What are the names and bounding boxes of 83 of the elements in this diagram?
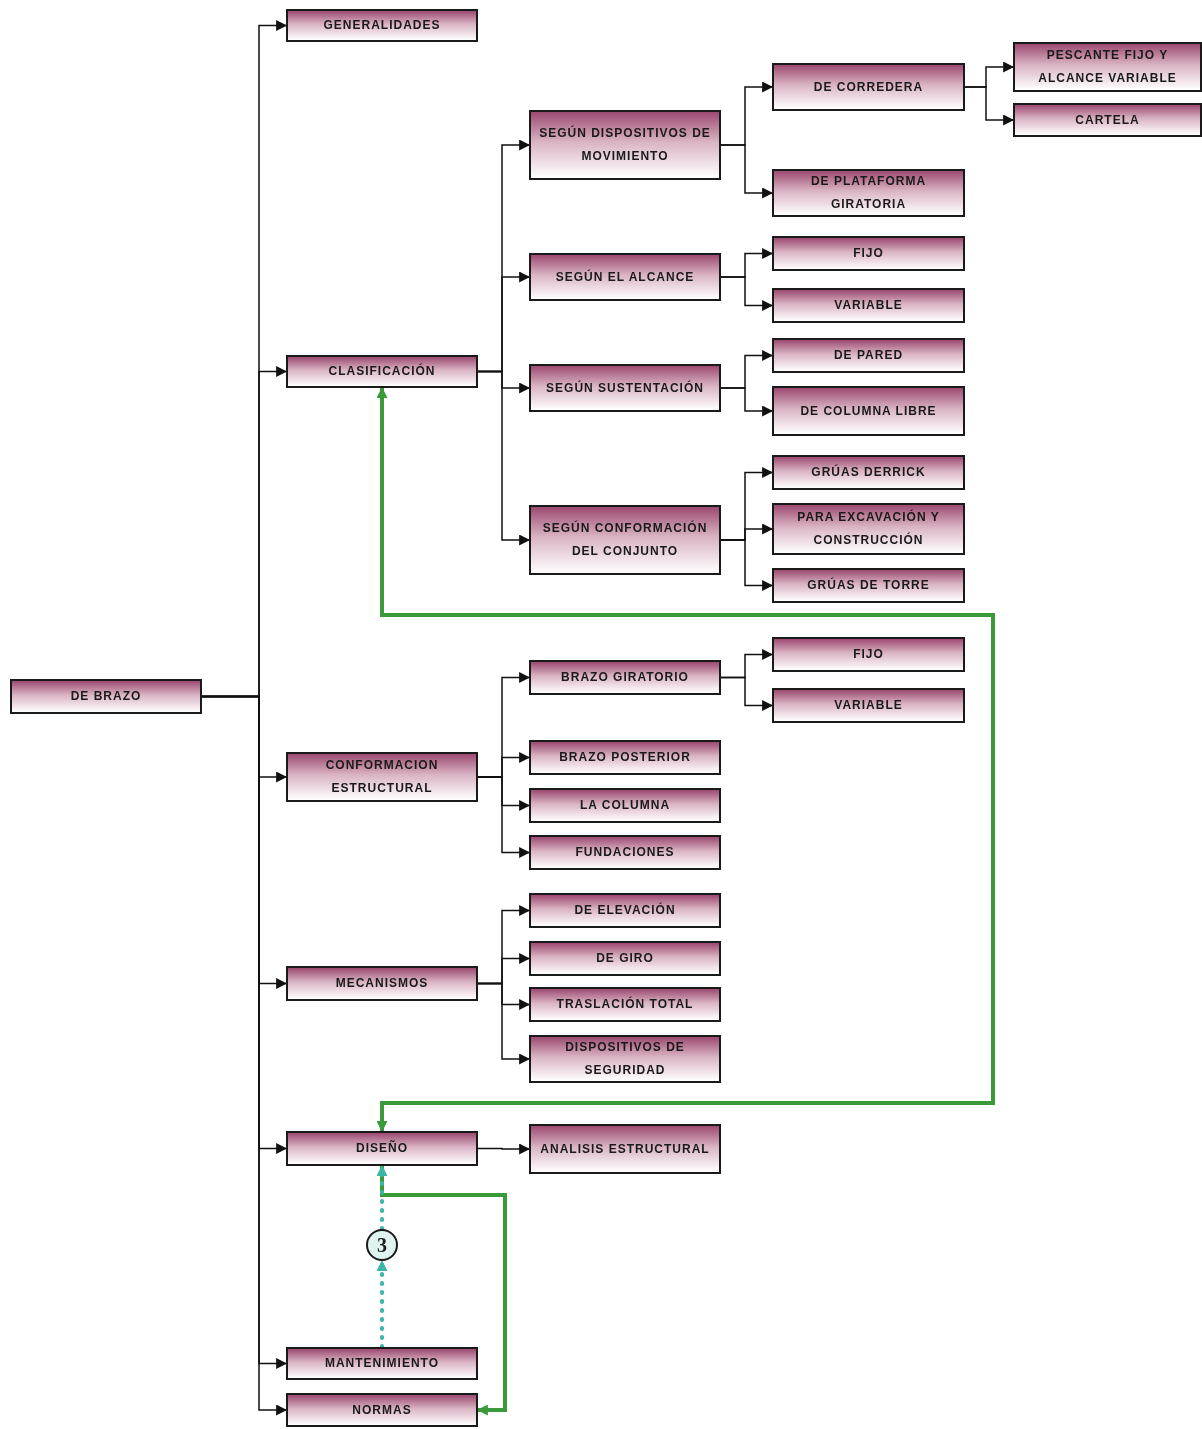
box-label: GENERALIDADES [322, 17, 442, 35]
category-box [529, 660, 721, 695]
box-label: GRÚAS DE TORRE [806, 576, 931, 595]
category-box [772, 568, 965, 603]
category-box [529, 505, 721, 575]
category-box [772, 503, 965, 555]
category-box [529, 1124, 721, 1174]
category-box [286, 1347, 478, 1380]
box-label: SEGÚN SUSTENTACIÓN [545, 379, 705, 397]
category-box [529, 893, 721, 928]
box-label: DE PLATAFORMA GIRATORIA [809, 173, 928, 213]
category-box [529, 788, 721, 823]
box-label: FIJO [852, 646, 885, 664]
box-label: DE BRAZO [69, 688, 143, 706]
box-label: DE CORREDERA [812, 78, 925, 96]
box-label: PARA EXCAVACIÓN Y CONSTRUCCIÓN [796, 508, 941, 549]
arrow [477, 370, 531, 546]
step-number-circle: 3 [366, 1229, 398, 1261]
arrow [477, 982, 531, 1065]
box-label: SEGÚN DISPOSITIVOS DE MOVIMIENTO [538, 124, 712, 165]
box-label: DE ELEVACIÓN [573, 901, 677, 920]
category-box [286, 1131, 478, 1166]
category-box [1013, 42, 1202, 92]
category-box [529, 110, 721, 180]
arrow [477, 776, 531, 858]
category-box [286, 966, 478, 1001]
box-label: VARIABLE [833, 697, 904, 715]
box-label: CARTELA [1074, 111, 1141, 129]
category-box [529, 740, 721, 775]
category-box [529, 941, 721, 976]
box-label: BRAZO POSTERIOR [558, 749, 692, 767]
box-label: CONFORMACION ESTRUCTURAL [324, 757, 440, 797]
box-label: DE PARED [832, 347, 905, 365]
box-label: BRAZO GIRATORIO [560, 669, 690, 687]
category-box [10, 679, 202, 714]
box-label: PESCANTE FIJO Y ALCANCE VARIABLE [1037, 47, 1178, 87]
category-box [286, 9, 478, 42]
category-box [529, 364, 721, 412]
arrow [964, 86, 1015, 126]
category-box [1013, 103, 1202, 137]
category-box [286, 1393, 478, 1427]
category-box [286, 752, 478, 802]
arrow [477, 1143, 531, 1155]
category-box [772, 169, 965, 217]
arrow [720, 539, 774, 591]
box-label: FUNDACIONES [574, 844, 676, 862]
box-label: TRASLACIÓN TOTAL [555, 995, 695, 1014]
category-box [772, 386, 965, 436]
category-box [772, 338, 965, 373]
box-label: MANTENIMIENTO [323, 1355, 441, 1373]
box-label: VARIABLE [833, 297, 904, 315]
arrow [720, 387, 774, 417]
category-box [772, 637, 965, 672]
category-box [772, 288, 965, 323]
box-label: DISPOSITIVOS DE SEGURIDAD [564, 1039, 686, 1079]
category-box [772, 63, 965, 111]
arrow [376, 1164, 388, 1231]
box-label: CLASIFICACIÓN [327, 362, 437, 381]
category-box [529, 987, 721, 1022]
box-label: GRÚAS DERRICK [810, 463, 927, 482]
arrow [720, 276, 774, 311]
arrow [376, 386, 995, 1133]
arrow [720, 676, 774, 711]
box-label: NORMAS [351, 1401, 413, 1419]
category-box [772, 688, 965, 723]
box-label: DISEÑO [355, 1139, 409, 1158]
category-box [772, 236, 965, 271]
box-label: FIJO [852, 245, 885, 263]
arrow [720, 144, 774, 199]
category-box [529, 253, 721, 301]
box-label: ANALISIS ESTRUCTURAL [539, 1140, 711, 1158]
category-box [529, 1035, 721, 1083]
box-label: DE GIRO [595, 950, 655, 968]
box-label: SEGÚN EL ALCANCE [554, 268, 696, 286]
box-label: SEGÚN CONFORMACIÓN DEL CONJUNTO [541, 519, 709, 560]
box-label: DE COLUMNA LIBRE [799, 402, 938, 420]
arrow [376, 1259, 388, 1349]
category-box [772, 455, 965, 490]
category-box [286, 355, 478, 388]
box-label: MECANISMOS [334, 975, 430, 993]
arrow [380, 1166, 507, 1416]
box-label: LA COLUMNA [578, 797, 672, 815]
category-box [529, 835, 721, 870]
